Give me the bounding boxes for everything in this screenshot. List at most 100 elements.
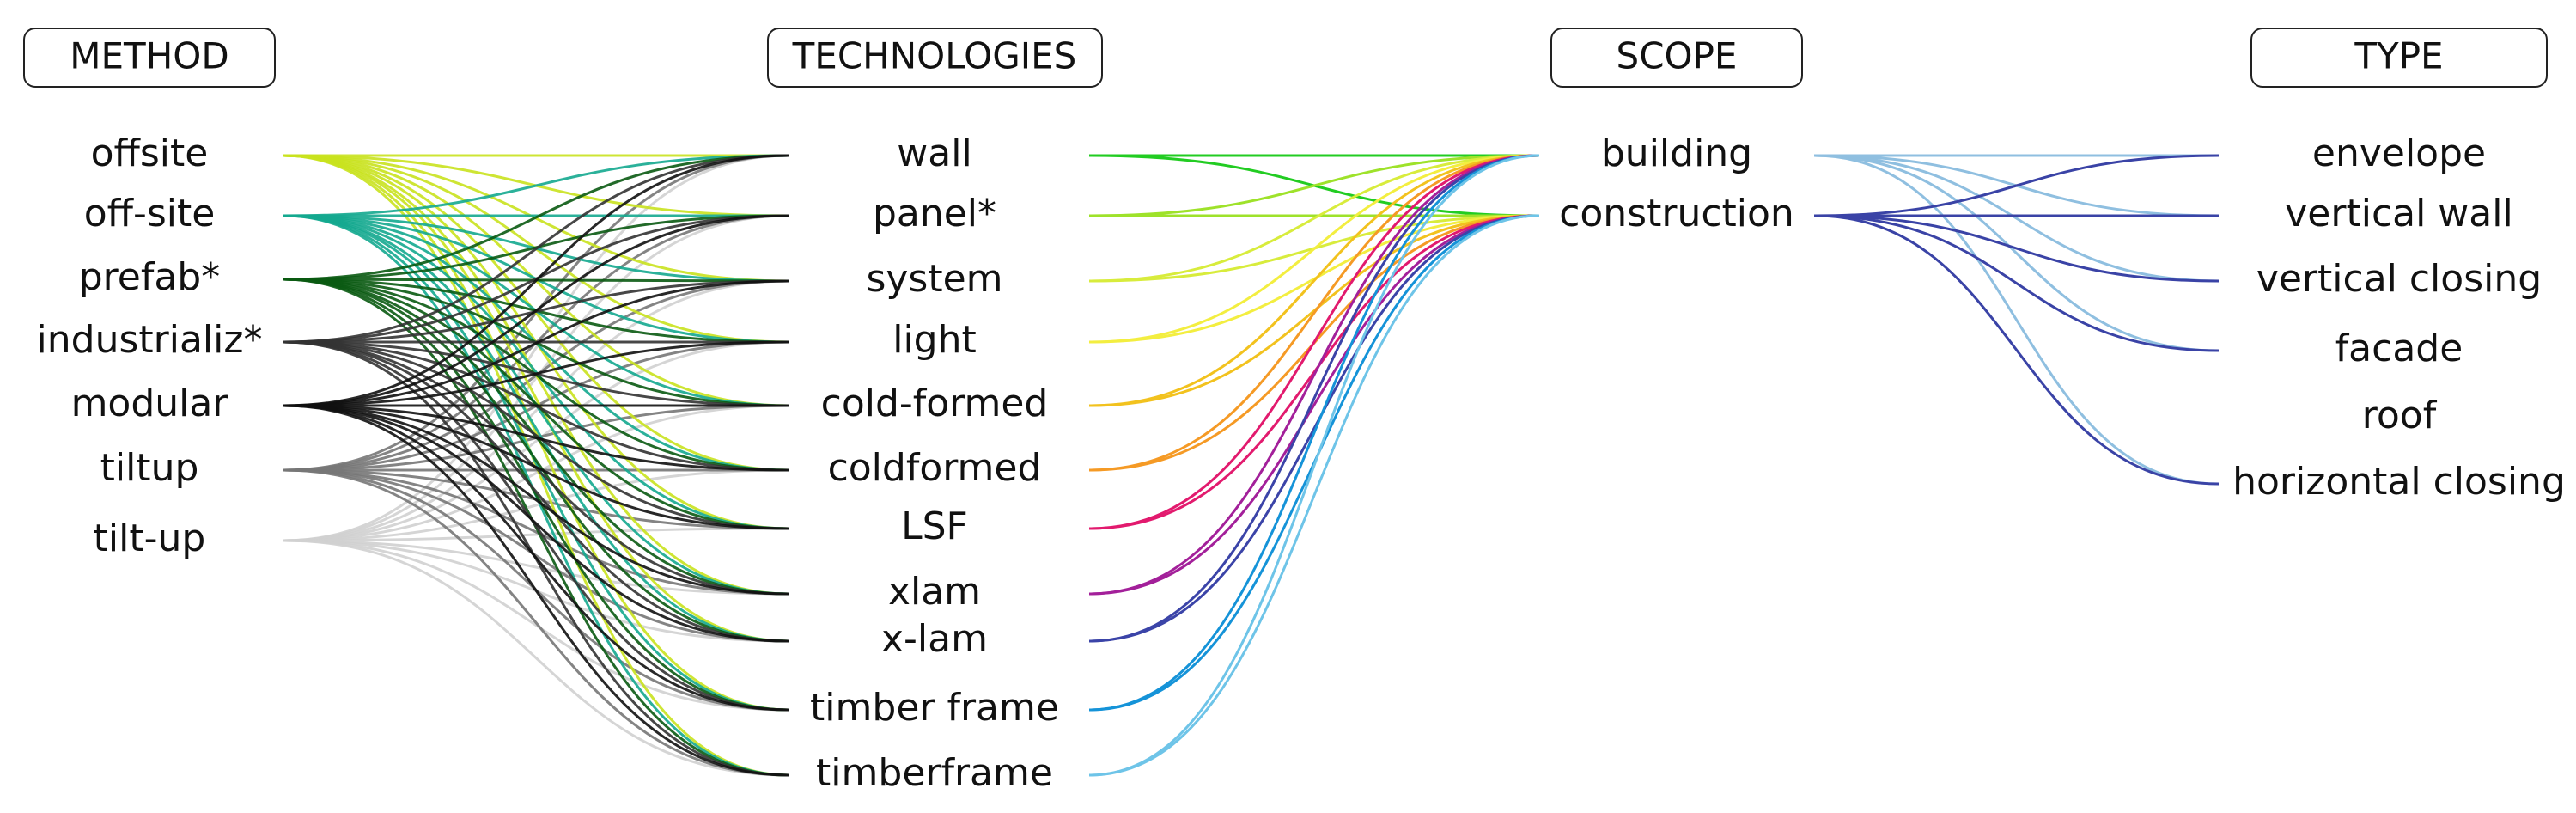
link-modular-to-lsf bbox=[283, 404, 789, 530]
link-construction-to-envelope bbox=[1813, 154, 2220, 217]
header-technologies: TECHNOLOGIES bbox=[767, 28, 1103, 88]
link-prefab-to-lsf bbox=[283, 278, 789, 530]
link-x-lam-to-building bbox=[1088, 154, 1540, 643]
method-offsite: offsite bbox=[91, 131, 209, 175]
link-panel-to-building bbox=[1088, 154, 1540, 217]
header-scope-label: SCOPE bbox=[1617, 35, 1738, 77]
scope-construction: construction bbox=[1559, 192, 1794, 235]
method-tilt-up: tilt-up bbox=[94, 517, 206, 560]
link-tilt-up-to-light bbox=[283, 340, 789, 542]
link-offsite-to-timber-frame bbox=[283, 154, 789, 712]
link-prefab-to-wall bbox=[283, 154, 789, 281]
header-type-label: TYPE bbox=[2354, 35, 2443, 77]
link-modular-to-xlam bbox=[283, 404, 789, 596]
scope-building: building bbox=[1601, 131, 1752, 175]
type-horizontal-closing: horizontal closing bbox=[2232, 460, 2566, 504]
link-lsf-to-building bbox=[1088, 154, 1540, 530]
technology-panel: panel* bbox=[873, 192, 996, 235]
link-xlam-to-building bbox=[1088, 154, 1540, 596]
header-type-box bbox=[2250, 28, 2548, 88]
link-tilt-up-to-system bbox=[283, 279, 789, 542]
link-off-site-to-wall bbox=[283, 154, 789, 217]
link-tilt-up-to-panel bbox=[283, 214, 789, 542]
type-vertical-wall: vertical wall bbox=[2285, 192, 2512, 235]
header-technologies-label: TECHNOLOGIES bbox=[792, 35, 1077, 77]
link-building-to-vertical-closing bbox=[1813, 154, 2220, 283]
link-system-to-building bbox=[1088, 154, 1540, 283]
link-construction-to-horizontal-closing bbox=[1813, 214, 2220, 486]
link-modular-to-coldformed bbox=[283, 404, 789, 472]
type-roof: roof bbox=[2362, 394, 2438, 437]
link-modular-to-x-lam bbox=[283, 404, 789, 643]
link-timber-frame-to-building bbox=[1088, 154, 1540, 712]
method-tiltup: tiltup bbox=[100, 446, 199, 490]
link-construction-to-vertical-closing bbox=[1813, 214, 2220, 283]
link-tilt-up-to-wall bbox=[283, 154, 789, 542]
header-method: METHOD bbox=[23, 28, 276, 88]
method-off-site: off-site bbox=[84, 192, 216, 235]
header-type: TYPE bbox=[2250, 28, 2548, 88]
link-tilt-up-to-lsf bbox=[283, 527, 789, 542]
link-industrializ-to-lsf bbox=[283, 340, 789, 530]
technology-timberframe: timberframe bbox=[816, 751, 1053, 795]
link-timberframe-to-construction bbox=[1088, 214, 1540, 777]
technologies-column: wall panel* system light cold-formed col… bbox=[810, 131, 1059, 795]
link-tiltup-to-xlam bbox=[283, 468, 789, 596]
technology-x-lam: x-lam bbox=[881, 617, 988, 661]
method-column: offsite off-site prefab* industrializ* m… bbox=[37, 131, 263, 560]
technology-timber-frame: timber frame bbox=[810, 686, 1059, 730]
link-industrializ-to-timber-frame bbox=[283, 340, 789, 712]
technology-lsf: LSF bbox=[901, 504, 968, 548]
link-timberframe-to-building bbox=[1088, 154, 1540, 777]
header-method-label: METHOD bbox=[70, 35, 228, 77]
link-tilt-up-to-cold-formed bbox=[283, 404, 789, 542]
link-industrializ-to-x-lam bbox=[283, 340, 789, 643]
link-modular-to-panel bbox=[283, 214, 789, 407]
method-prefab: prefab* bbox=[79, 255, 221, 299]
link-prefab-to-x-lam bbox=[283, 278, 789, 643]
link-tilt-up-to-timber-frame bbox=[283, 539, 789, 712]
type-envelope: envelope bbox=[2312, 131, 2486, 175]
type-facade: facade bbox=[2335, 327, 2463, 370]
link-off-site-to-x-lam bbox=[283, 214, 789, 643]
link-industrializ-to-wall bbox=[283, 154, 789, 344]
type-vertical-closing: vertical closing bbox=[2256, 257, 2542, 301]
link-construction-to-facade bbox=[1813, 214, 2220, 352]
technology-coldformed: coldformed bbox=[828, 446, 1042, 490]
technology-wall: wall bbox=[897, 131, 971, 175]
link-x-lam-to-construction bbox=[1088, 214, 1540, 643]
link-prefab-to-timber-frame bbox=[283, 278, 789, 712]
technology-cold-formed: cold-formed bbox=[821, 382, 1049, 425]
link-off-site-to-timber-frame bbox=[283, 214, 789, 712]
link-light-to-building bbox=[1088, 154, 1540, 344]
link-modular-to-system bbox=[283, 279, 789, 407]
link-off-site-to-lsf bbox=[283, 214, 789, 530]
header-method-box bbox=[23, 28, 276, 88]
link-modular-to-wall bbox=[283, 154, 789, 407]
method-industrializ: industrializ* bbox=[37, 318, 263, 362]
technology-system: system bbox=[866, 257, 1002, 301]
link-tiltup-to-x-lam bbox=[283, 468, 789, 643]
link-cold-formed-to-building bbox=[1088, 154, 1540, 407]
technology-light: light bbox=[892, 318, 977, 362]
link-tilt-up-to-timberframe bbox=[283, 539, 789, 777]
header-scope: SCOPE bbox=[1550, 28, 1803, 88]
header-technologies-box bbox=[767, 28, 1103, 88]
links-layer bbox=[283, 154, 2220, 777]
type-column: envelope vertical wall vertical closing … bbox=[2232, 131, 2566, 504]
method-modular: modular bbox=[71, 382, 229, 425]
link-building-to-horizontal-closing bbox=[1813, 154, 2220, 486]
link-tilt-up-to-xlam bbox=[283, 539, 789, 596]
link-modular-to-timber-frame bbox=[283, 404, 789, 712]
link-tilt-up-to-coldformed bbox=[283, 468, 789, 542]
link-modular-to-timberframe bbox=[283, 404, 789, 777]
link-xlam-to-construction bbox=[1088, 214, 1540, 596]
link-modular-to-light bbox=[283, 340, 789, 407]
link-coldformed-to-building bbox=[1088, 154, 1540, 472]
header-scope-box bbox=[1550, 28, 1803, 88]
scope-column: building construction bbox=[1559, 131, 1794, 235]
link-offsite-to-x-lam bbox=[283, 154, 789, 643]
technology-xlam: xlam bbox=[888, 570, 981, 614]
link-building-to-facade bbox=[1813, 154, 2220, 352]
